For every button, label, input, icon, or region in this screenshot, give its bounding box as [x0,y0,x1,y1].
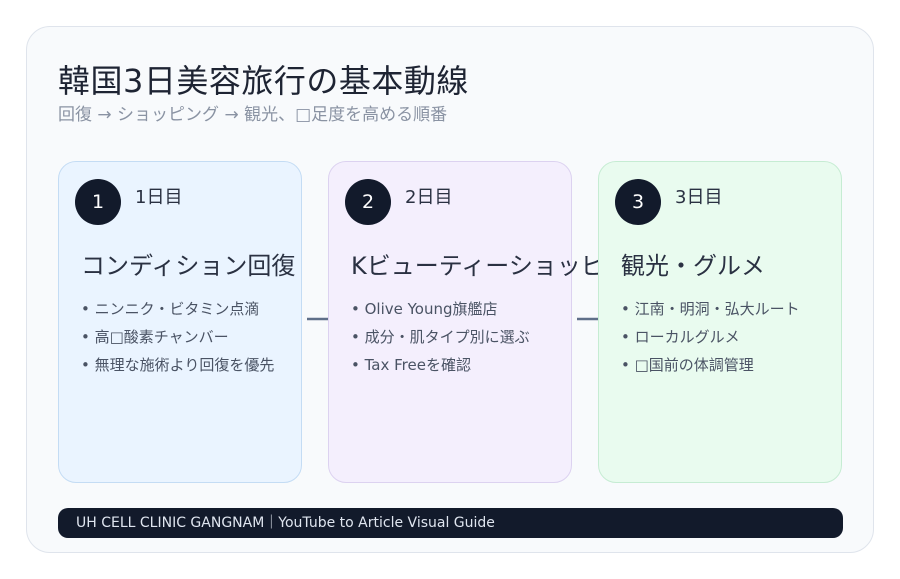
list-item: ローカルグルメ [621,328,800,356]
list-item: Olive Young旗艦店 [351,300,530,328]
step-heading: Kビューティーショッピング [351,252,621,280]
step-item-list: Olive Young旗艦店 成分・肌タイプ別に選ぶ Tax Freeを確認 [351,300,530,384]
step-heading: 観光・グルメ [621,252,765,280]
page-subtitle: 回復 → ショッピング → 観光、□足度を高める順番 [58,105,448,125]
step-number-badge: 2 [345,179,391,225]
list-item: □国前の体調管理 [621,356,800,384]
step-day-label: 1日目 [135,187,183,208]
list-item: ニンニク・ビタミン点滴 [81,300,274,328]
list-item: 成分・肌タイプ別に選ぶ [351,328,530,356]
list-item: 江南・明洞・弘大ルート [621,300,800,328]
step-card-day3: 3 3日目 観光・グルメ 江南・明洞・弘大ルート ローカルグルメ □国前の体調管… [598,161,842,483]
list-item: 高□酸素チャンバー [81,328,274,356]
list-item: 無理な施術より回復を優先 [81,356,275,384]
step-day-label: 3日目 [675,187,723,208]
step-card-day2: 2 2日目 Kビューティーショッピング Olive Young旗艦店 成分・肌タ… [328,161,621,483]
step-card-day1: 1 1日目 コンディション回復 ニンニク・ビタミン点滴 高□酸素チャンバー 無理… [58,161,302,483]
step-day-label: 2日目 [405,187,453,208]
step-heading: コンディション回復 [81,252,296,280]
step-number-badge: 1 [75,179,121,225]
step-item-list: 江南・明洞・弘大ルート ローカルグルメ □国前の体調管理 [621,300,800,384]
step-item-list: ニンニク・ビタミン点滴 高□酸素チャンバー 無理な施術より回復を優先 [81,300,275,384]
step-number-badge: 3 [615,179,661,225]
page-title: 韓国3日美容旅行の基本動線 [58,62,469,100]
list-item: Tax Freeを確認 [351,356,530,384]
footer-bar: UH CELL CLINIC GANGNAM｜YouTube to Articl… [58,508,843,538]
